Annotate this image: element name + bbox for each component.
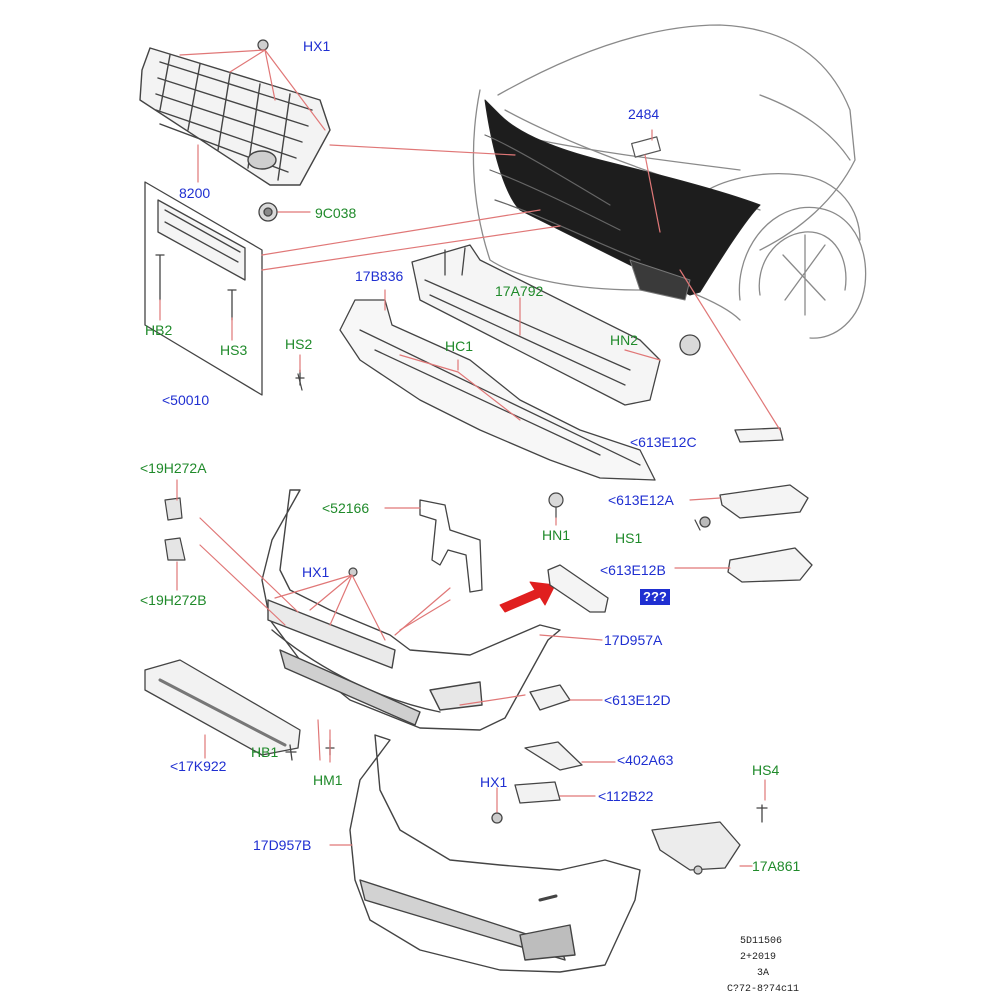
label-hx1-low: HX1 <box>480 774 508 790</box>
grille-part <box>139 47 331 186</box>
label-613e12a: <613E12A <box>608 492 674 508</box>
label-112b22: <112B22 <box>598 788 654 804</box>
label-hn1: HN1 <box>542 527 571 543</box>
label-hb2: HB2 <box>145 322 173 338</box>
label-hs2: HS2 <box>285 336 313 352</box>
highlighted-part-tag[interactable]: ??? <box>640 589 670 605</box>
bracket-19h272-parts <box>164 497 186 561</box>
leader-lines <box>159 49 781 867</box>
label-2484: 2484 <box>628 106 660 122</box>
lower-carrier-part <box>295 299 656 481</box>
label-hc1: HC1 <box>445 338 474 354</box>
footer-line-4: C?72-8?74c11 <box>727 984 800 995</box>
highlighted-part <box>547 564 609 613</box>
label-hb1: HB1 <box>251 744 279 760</box>
label-hs3: HS3 <box>220 342 248 358</box>
label-hx1-mid: HX1 <box>302 564 330 580</box>
label-17d957b: 17D957B <box>253 837 312 853</box>
label-402a63: <402A63 <box>617 752 674 768</box>
footer-line-3: 3A <box>757 968 770 979</box>
label-hm1: HM1 <box>313 772 343 788</box>
label-hn2: HN2 <box>610 332 639 348</box>
bracket-52166-part <box>419 499 483 593</box>
vehicle-front-fascia <box>484 99 761 296</box>
front-bumper-17d957b-part <box>349 734 641 973</box>
label-hs1: HS1 <box>615 530 643 546</box>
label-grille-8200: 8200 <box>179 185 211 201</box>
fog-lamp-bezel-parts <box>699 427 813 583</box>
label-613e12b: <613E12B <box>600 562 666 578</box>
label-17k922: <17K922 <box>170 758 227 774</box>
label-19h272b: <19H272B <box>140 592 207 608</box>
label-613e12c: <613E12C <box>630 434 697 450</box>
label-hs4: HS4 <box>752 762 780 778</box>
front-bumper-17d957a-part <box>261 489 561 731</box>
label-50010: <50010 <box>162 392 210 408</box>
label-17d957a: 17D957A <box>604 632 663 648</box>
label-17a792: 17A792 <box>495 283 544 299</box>
label-17b836: 17B836 <box>355 268 404 284</box>
clip-hn1-part <box>548 492 564 519</box>
footer-line-1: 5D11506 <box>740 936 783 947</box>
bracket-17a861-part <box>651 804 768 871</box>
trim-parts <box>491 684 583 824</box>
plate-bracket-part <box>144 181 263 396</box>
label-19h272a: <19H272A <box>140 460 207 476</box>
highlight-arrow-icon <box>499 581 556 613</box>
label-17a861: 17A861 <box>752 858 801 874</box>
label-613e12d: <613E12D <box>604 692 671 708</box>
label-52166: <52166 <box>322 500 370 516</box>
sensor-9c038-part <box>258 202 278 222</box>
label-hx1-top: HX1 <box>303 38 331 54</box>
footer-line-2: 2+2019 <box>740 952 777 963</box>
label-9c038: 9C038 <box>315 205 357 221</box>
